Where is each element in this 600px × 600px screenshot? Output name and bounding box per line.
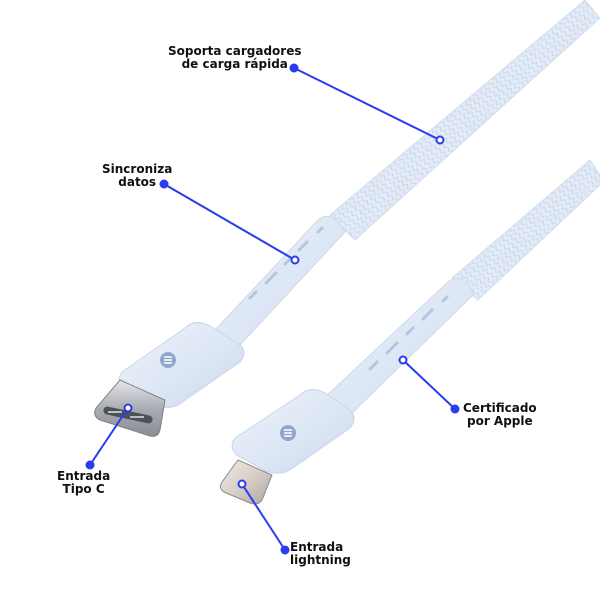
strain-relief-sleeve-usb-c xyxy=(214,216,346,346)
callout-ring-usb-c xyxy=(123,403,133,413)
callout-text-line: Certificado xyxy=(463,401,537,415)
callout-text-line: por Apple xyxy=(467,414,533,428)
usb-c-cable xyxy=(94,0,600,437)
callout-label-apple-certified: Certificado por Apple xyxy=(463,402,537,428)
callout-text-line: Tipo C xyxy=(62,482,105,496)
braided-cord-lower xyxy=(451,159,600,301)
callout-dot-apple-certified xyxy=(450,404,460,414)
callout-target-rings xyxy=(123,135,445,489)
sleeve-vent-slots xyxy=(248,226,324,300)
callout-label-lightning: Entrada lightning xyxy=(290,541,351,567)
callout-text-line: Sincroniza xyxy=(102,162,173,176)
callout-ring-lightning xyxy=(237,479,247,489)
callout-line-apple-certified xyxy=(402,359,456,410)
lightning-plug xyxy=(219,459,273,505)
callout-lines xyxy=(89,67,456,551)
callout-label-usb-c: Entrada Tipo C xyxy=(57,470,110,496)
callout-label-fast-charge: Soporta cargadores de carga rápida xyxy=(168,45,302,71)
callout-text-line: Entrada xyxy=(57,469,111,483)
callout-line-data-sync xyxy=(163,183,296,261)
callout-ring-fast-charge xyxy=(435,135,445,145)
callout-line-fast-charge xyxy=(293,67,441,141)
braided-cord-upper xyxy=(329,0,600,241)
brand-logo-icon xyxy=(280,425,296,441)
callout-label-dots xyxy=(85,63,460,555)
callout-text-line: datos xyxy=(118,175,157,189)
sleeve-vent-slots xyxy=(368,295,449,371)
strain-relief-sleeve-lightning xyxy=(321,278,475,416)
callout-ring-data-sync xyxy=(290,255,300,265)
callout-text-line: de carga rápida xyxy=(181,57,288,71)
lightning-cable xyxy=(219,159,600,505)
callout-dot-data-sync xyxy=(159,179,169,189)
callout-line-usb-c xyxy=(89,407,129,466)
callout-text-line: lightning xyxy=(290,553,351,567)
callout-dot-lightning xyxy=(280,545,290,555)
callout-label-data-sync: Sincroniza datos xyxy=(102,163,172,189)
callout-text-line: Entrada xyxy=(290,540,344,554)
callout-line-lightning xyxy=(241,483,286,551)
brand-logo-icon xyxy=(160,352,176,368)
callout-ring-apple-certified xyxy=(398,355,408,365)
callout-dot-usb-c xyxy=(85,460,95,470)
callout-dot-fast-charge xyxy=(289,63,299,73)
callout-text-line: Soporta cargadores xyxy=(168,44,302,58)
